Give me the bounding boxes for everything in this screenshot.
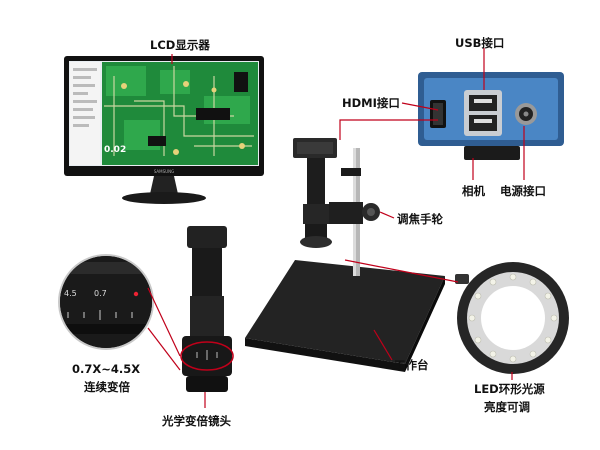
scale-mid: 0.7 — [94, 289, 107, 298]
label-camera: 相机 — [462, 184, 485, 198]
label-focus-wheel: 调焦手轮 — [397, 212, 443, 226]
camera-rear-view — [418, 68, 564, 168]
label-power: 电源接口 — [500, 184, 546, 198]
label-continuous-zoom: 连续变倍 — [84, 380, 130, 394]
microscope-stand — [245, 128, 445, 378]
lcd-monitor: 0.02 SAMSUNG — [64, 56, 264, 206]
label-hdmi: HDMI接口 — [342, 96, 400, 110]
label-brightness: 亮度可调 — [484, 400, 530, 414]
led-ring-light — [455, 260, 571, 376]
label-lcd: LCD显示器 — [150, 38, 210, 52]
scale-left: 4.5 — [64, 289, 77, 298]
optical-zoom-lens — [172, 226, 242, 396]
label-usb: USB接口 — [455, 36, 505, 50]
label-led-ring: LED环形光源 — [474, 382, 545, 396]
monitor-screen-text: 0.02 — [104, 145, 126, 155]
monitor-brand: SAMSUNG — [154, 169, 174, 174]
zoom-scale-closeup: 4.5 0.7 — [58, 254, 154, 350]
label-zoom-range: 0.7X~4.5X — [72, 362, 141, 376]
label-optical-lens: 光学变倍镜头 — [162, 414, 231, 428]
label-workbench: 工作台 — [394, 358, 429, 372]
